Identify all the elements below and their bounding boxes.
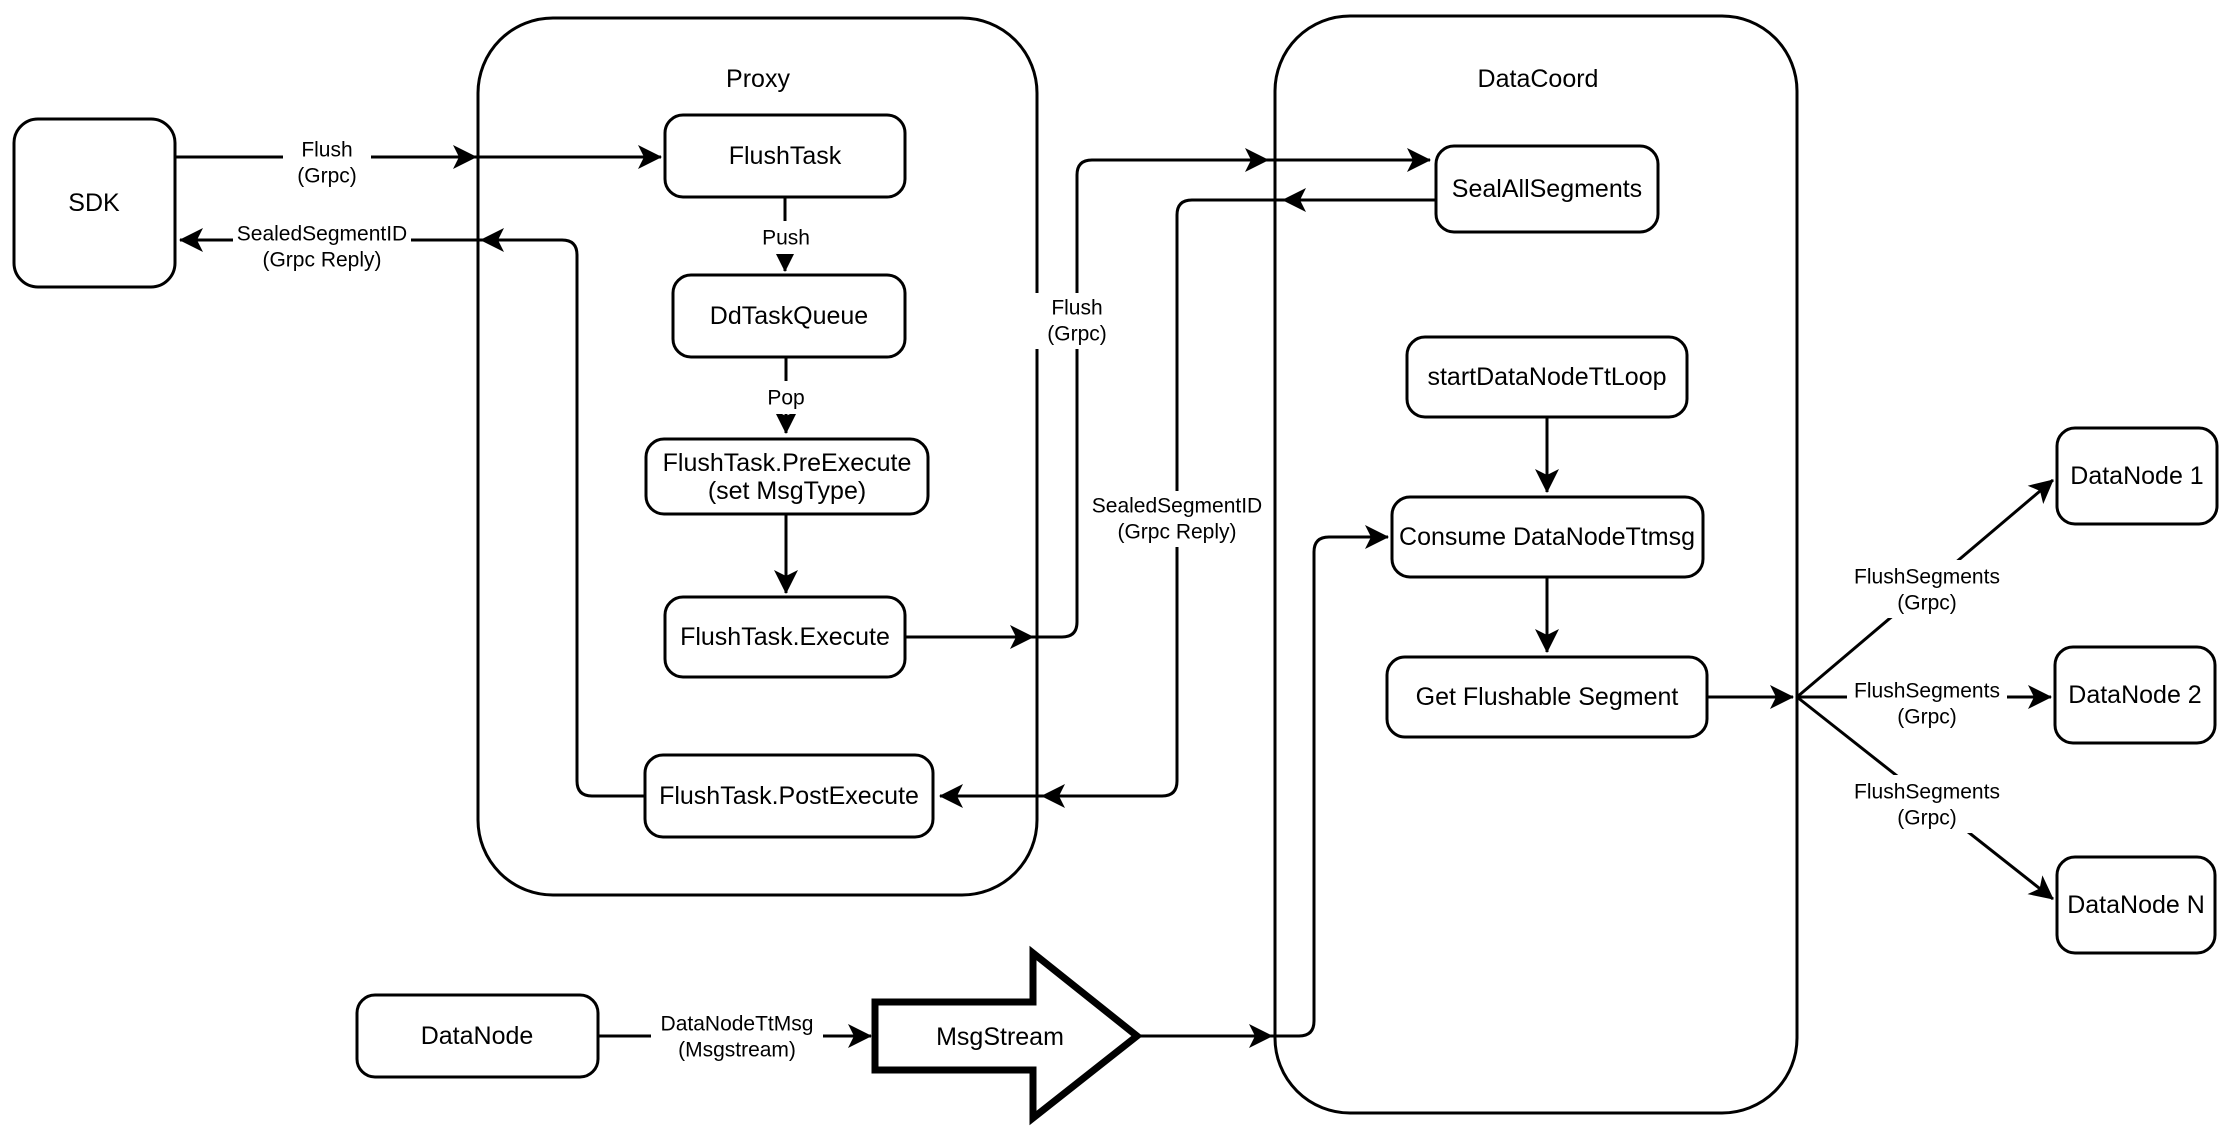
- edge-label-ttmsg-line2: (Msgstream): [678, 1039, 796, 1062]
- edge-postexecute-to-sdk: [179, 228, 645, 798]
- node-consumedatanodettmsg-box: [1390, 495, 1705, 579]
- node-preexecute-box: [644, 437, 930, 516]
- edge-label-flushsegments-3-line1: FlushSegments: [1854, 781, 2000, 804]
- node-datanode1-label: DataNode 1: [2070, 462, 2203, 490]
- label-bg-flushsegments-3: [1847, 775, 2007, 833]
- node-flushtask: FlushTask: [663, 113, 907, 199]
- edge-label-ttmsg-line1: DataNodeTtMsg: [661, 1013, 814, 1036]
- label-bg-ttmsg: [651, 1009, 823, 1065]
- node-flushtask-box: [663, 113, 907, 199]
- node-execute: FlushTask.Execute: [663, 595, 907, 679]
- label-bg-pop: [761, 381, 812, 414]
- node-preexecute: FlushTask.PreExecute (set MsgType): [644, 437, 930, 516]
- node-datanode2-label: DataNode 2: [2068, 681, 2201, 709]
- edge-label-flush-mid-line1: Flush: [1051, 297, 1102, 320]
- edge-label-flushsegments-2-line1: FlushSegments: [1854, 680, 2000, 703]
- node-preexecute-label-line1: FlushTask.PreExecute: [663, 449, 912, 477]
- label-bg-sealed-mid: [1086, 491, 1268, 547]
- edge-label-sealed-mid-line1: SealedSegmentID: [1092, 495, 1262, 518]
- edge-label-sealed-sdk-line2: (Grpc Reply): [262, 249, 381, 272]
- edge-label-sealed-mid-line2: (Grpc Reply): [1117, 521, 1236, 544]
- node-datanode-source-box: [355, 993, 600, 1079]
- node-datanode2-box: [2053, 645, 2217, 745]
- node-datanode2: DataNode 2: [2053, 645, 2217, 745]
- node-sealallsegments-box: [1434, 144, 1660, 234]
- node-flushtask-label: FlushTask: [729, 142, 842, 170]
- edge-label-push: Push: [762, 227, 810, 250]
- node-datanoden-label: DataNode N: [2067, 891, 2205, 919]
- node-msgstream-label: MsgStream: [936, 1023, 1064, 1051]
- node-sdk-box: [12, 117, 177, 289]
- edge-label-flush-sdk-line1: Flush: [301, 139, 352, 162]
- label-bg-flush-sdk: [283, 133, 371, 191]
- node-startdatanodettloop-label: startDataNodeTtLoop: [1427, 363, 1666, 391]
- node-datanoden: DataNode N: [2055, 855, 2217, 955]
- nodes: SDK FlushTask DdTaskQueue FlushTask.PreE…: [12, 113, 2219, 1126]
- node-sealallsegments: SealAllSegments: [1434, 144, 1660, 234]
- node-execute-box: [663, 595, 907, 679]
- edge-label-flushsegments-3-line2: (Grpc): [1897, 807, 1957, 830]
- label-bg-sealed-sdk: [233, 219, 411, 275]
- edge-label-pop: Pop: [767, 387, 804, 410]
- msgstream-block-arrow-shape: [871, 945, 1143, 1126]
- node-ddtaskqueue-box: [671, 273, 907, 359]
- edge-execute-to-sealallsegments: [905, 148, 1431, 639]
- node-startdatanodettloop-box: [1405, 335, 1689, 419]
- node-getflushablesegment-label: Get Flushable Segment: [1416, 683, 1679, 711]
- node-datanoden-box: [2055, 855, 2217, 955]
- proxy-container-title: Proxy: [726, 65, 790, 93]
- edge-label-sealed-sdk-line1: SealedSegmentID: [237, 223, 407, 246]
- node-postexecute-box: [643, 753, 935, 839]
- node-datanode1: DataNode 1: [2055, 426, 2219, 526]
- node-getflushablesegment-box: [1385, 655, 1709, 739]
- label-bg-flushsegments-1: [1847, 560, 2007, 618]
- edge-labels: Flush (Grpc) SealedSegmentID (Grpc Reply…: [237, 139, 2000, 1062]
- datacoord-container-title: DataCoord: [1478, 65, 1599, 93]
- node-preexecute-label-line2: (set MsgType): [708, 477, 866, 505]
- edge-label-flush-mid-line2: (Grpc): [1047, 323, 1107, 346]
- node-postexecute-label: FlushTask.PostExecute: [659, 782, 919, 810]
- label-bg-push: [757, 221, 814, 254]
- label-bg-flushsegments-2: [1847, 674, 2007, 732]
- node-execute-label: FlushTask.Execute: [680, 623, 890, 651]
- node-postexecute: FlushTask.PostExecute: [643, 753, 935, 839]
- node-sealallsegments-label: SealAllSegments: [1452, 175, 1642, 203]
- node-ddtaskqueue: DdTaskQueue: [671, 273, 907, 359]
- edge-label-flushsegments-1-line2: (Grpc): [1897, 592, 1957, 615]
- node-msgstream: MsgStream: [871, 945, 1143, 1126]
- edge-label-flushsegments-2-line2: (Grpc): [1897, 706, 1957, 729]
- node-datanode-source: DataNode: [355, 993, 600, 1079]
- edge-msgstream-to-consume: [1272, 525, 1389, 1038]
- node-datanode-source-label: DataNode: [421, 1022, 534, 1050]
- label-bg-flush-mid: [1031, 293, 1123, 349]
- node-datanode1-box: [2055, 426, 2219, 526]
- node-getflushablesegment: Get Flushable Segment: [1385, 655, 1709, 739]
- node-consumedatanodettmsg: Consume DataNodeTtmsg: [1390, 495, 1705, 579]
- node-ddtaskqueue-label: DdTaskQueue: [710, 302, 868, 330]
- edge-label-flush-sdk-line2: (Grpc): [297, 165, 357, 188]
- edge-label-flushsegments-1-line1: FlushSegments: [1854, 566, 2000, 589]
- node-sdk: SDK: [12, 117, 177, 289]
- node-consumedatanodettmsg-label: Consume DataNodeTtmsg: [1399, 523, 1695, 551]
- node-sdk-label: SDK: [68, 189, 120, 217]
- node-startdatanodettloop: startDataNodeTtLoop: [1405, 335, 1689, 419]
- edge-label-backgrounds: [233, 133, 2007, 1065]
